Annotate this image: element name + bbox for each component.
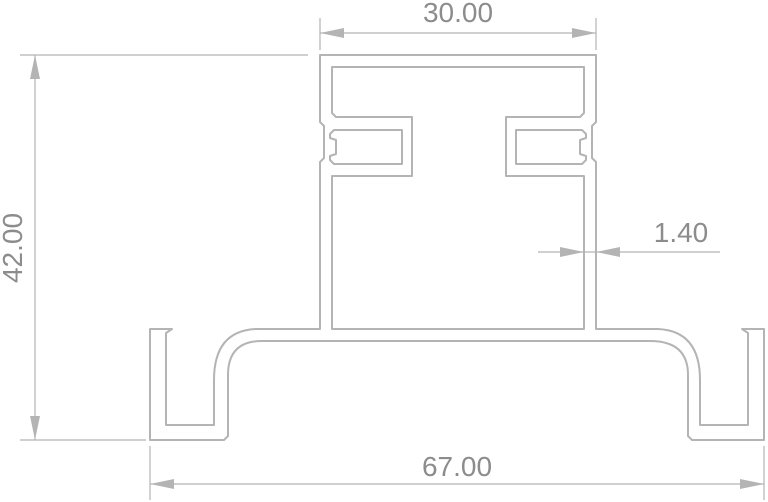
arrow-left [150, 479, 174, 489]
dimension-bottom-width: 67.00 [149, 446, 765, 500]
dimension-top-width: 30.00 [319, 0, 597, 50]
arrow-inward-left [560, 247, 584, 257]
profile-outline [149, 54, 765, 441]
profile-right-slot [515, 129, 587, 165]
dimension-wall-thickness-label: 1.40 [654, 217, 709, 248]
dimension-height: 42.00 [0, 54, 308, 441]
arrow-down [30, 416, 40, 440]
arrow-left [320, 28, 344, 38]
dimension-bottom-width-label: 67.00 [422, 451, 492, 482]
arrow-inward-right [596, 247, 620, 257]
dimension-height-label: 42.00 [0, 213, 28, 283]
arrow-right [740, 479, 764, 489]
arrow-up [30, 55, 40, 79]
arrow-right [572, 28, 596, 38]
dimension-top-width-label: 30.00 [423, 0, 493, 28]
profile-top-cavity [331, 66, 585, 330]
dimension-wall-thickness: 1.40 [538, 217, 720, 257]
profile-left-slot [329, 129, 403, 165]
